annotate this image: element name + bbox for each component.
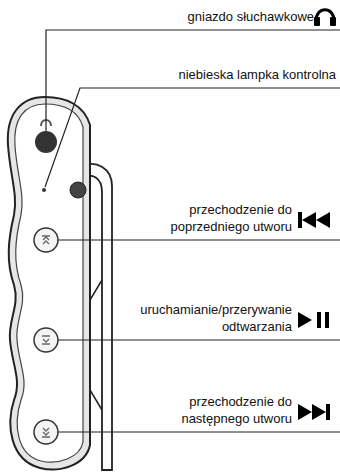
leader-line [46,30,340,131]
callout-label: przechodzenie do następnego utworu [152,393,292,427]
leader-line [58,431,340,432]
leader-line [58,239,340,240]
leader-line [45,88,340,187]
callout-label: przechodzenie do poprzedniego utworu [152,201,292,235]
clip-spring [90,280,102,410]
callout-label: uruchamianie/przerywanie odtwarzania [127,301,292,335]
next-button [34,420,58,444]
leader-line [58,339,340,340]
headphone-icon [314,10,336,26]
play-button [34,328,58,352]
clip-hinge [70,182,86,198]
previous-button [34,228,58,252]
control-lamp [42,188,46,192]
play-pause-icon [298,312,329,328]
button-mark [42,428,50,437]
callout-label: gniazdo słuchawkowe [54,8,314,25]
button-mark [42,236,50,244]
player-face [15,104,83,462]
button-mark [42,336,50,344]
next-icon [298,404,330,420]
player-body [8,97,90,469]
previous-icon [298,212,330,228]
callout-label: niebieska lampka kontrolna [86,66,336,83]
headphone-jack [35,131,57,153]
